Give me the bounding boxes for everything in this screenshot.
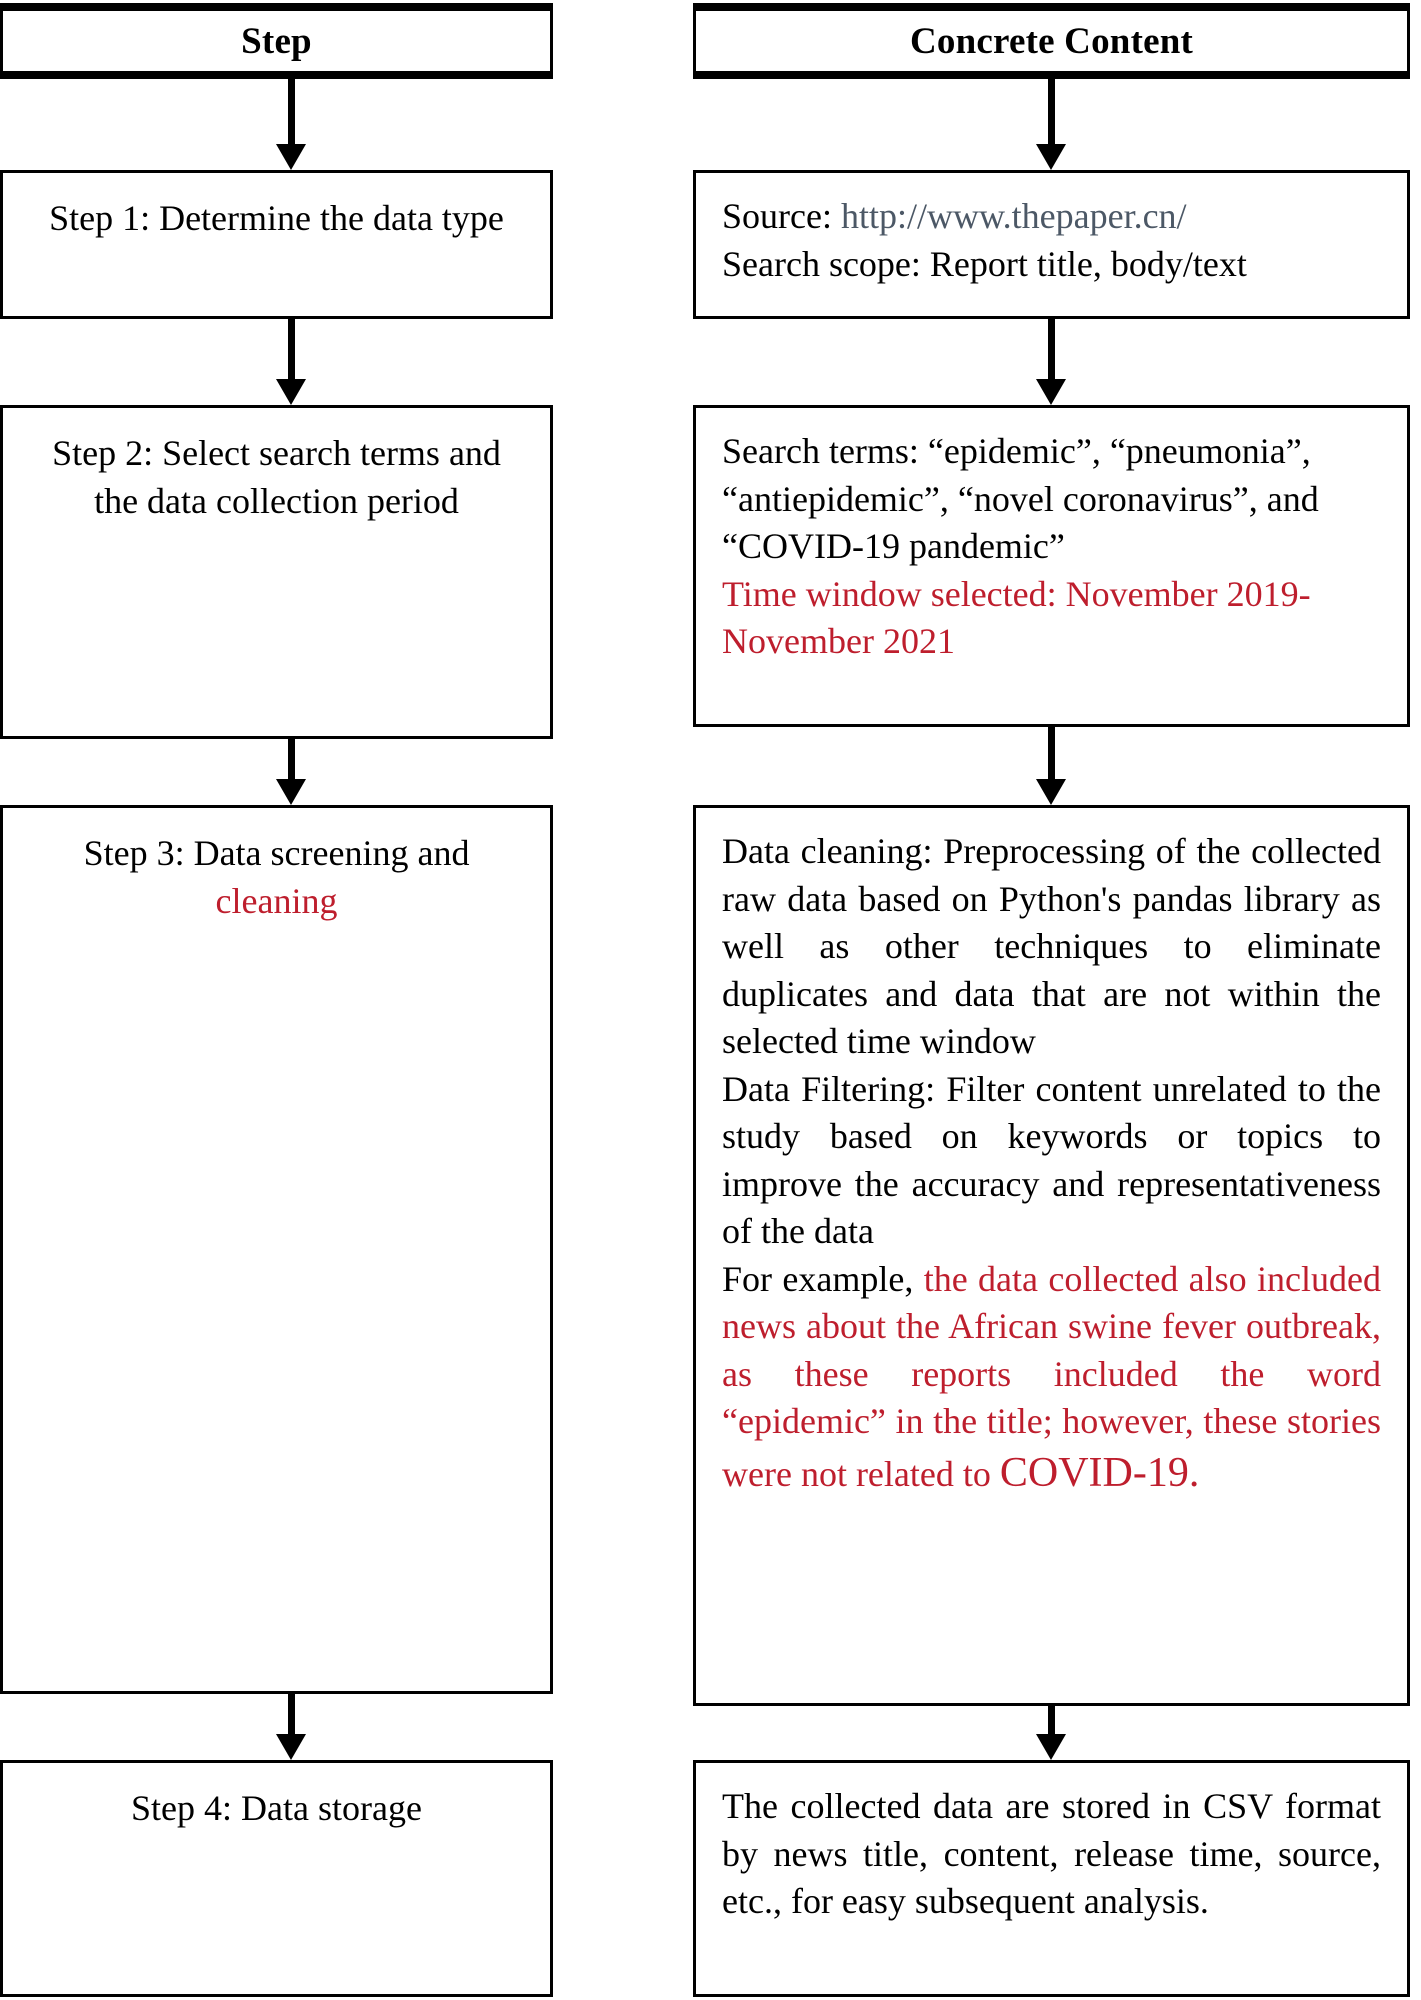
- step-3-label-black: Step 3: Data screening and: [83, 833, 470, 873]
- step-1-label: Step 1: Determine the data type: [49, 198, 504, 238]
- example-paragraph: For example, the data collected also inc…: [722, 1256, 1381, 1502]
- arrow-box2-to-box3: [1036, 727, 1066, 805]
- content-box-3: Data cleaning: Preprocessing of the coll…: [693, 805, 1410, 1706]
- step-box-3: Step 3: Data screening and cleaning: [0, 805, 553, 1694]
- content-box-2: Search terms: “epidemic”, “pneumonia”, “…: [693, 405, 1410, 727]
- search-scope-line: Search scope: Report title, body/text: [722, 243, 1247, 284]
- source-label: Source:: [722, 196, 832, 236]
- step-box-1: Step 1: Determine the data type: [0, 170, 553, 319]
- content-box-4: The collected data are stored in CSV for…: [693, 1760, 1410, 1997]
- step-3-label-red: cleaning: [215, 880, 338, 921]
- step-4-label: Step 4: Data storage: [131, 1788, 422, 1828]
- arrow-step1-to-step2: [276, 319, 306, 405]
- search-terms-line: Search terms: “epidemic”, “pneumonia”, “…: [722, 431, 1319, 567]
- arrow-step2-to-step3: [276, 739, 306, 805]
- step-box-4: Step 4: Data storage: [0, 1760, 553, 1997]
- header-concrete-content-label: Concrete Content: [909, 20, 1194, 62]
- step-3-label: Step 3: Data screening and cleaning: [29, 830, 524, 925]
- content-box-1: Source: http://www.thepaper.cn/ Search s…: [693, 170, 1410, 319]
- example-red-covid: COVID-19.: [999, 1449, 1200, 1496]
- data-storage-paragraph: The collected data are stored in CSV for…: [722, 1786, 1381, 1922]
- header-step-label: Step: [241, 20, 312, 62]
- arrow-step3-to-step4: [276, 1694, 306, 1760]
- example-black-text: For example,: [722, 1258, 914, 1299]
- time-window-line: Time window selected: November 2019-Nove…: [722, 573, 1311, 662]
- arrow-content-header-to-box1: [1036, 79, 1066, 170]
- source-url-link[interactable]: http://www.thepaper.cn/: [840, 196, 1187, 236]
- arrow-box1-to-box2: [1036, 319, 1066, 405]
- step-2-label: Step 2: Select search terms and the data…: [52, 433, 501, 521]
- header-concrete-content: Concrete Content: [693, 3, 1410, 79]
- data-cleaning-paragraph: Data cleaning: Preprocessing of the coll…: [722, 831, 1381, 1062]
- arrow-box3-to-box4: [1036, 1706, 1066, 1760]
- arrow-step-header-to-step1: [276, 79, 306, 170]
- step-box-2: Step 2: Select search terms and the data…: [0, 405, 553, 739]
- header-step: Step: [0, 3, 553, 79]
- source-line: Source: http://www.thepaper.cn/: [722, 193, 1381, 241]
- data-filtering-paragraph: Data Filtering: Filter content unrelated…: [722, 1068, 1381, 1252]
- example-red-text: the data collected also included news ab…: [722, 1258, 1382, 1494]
